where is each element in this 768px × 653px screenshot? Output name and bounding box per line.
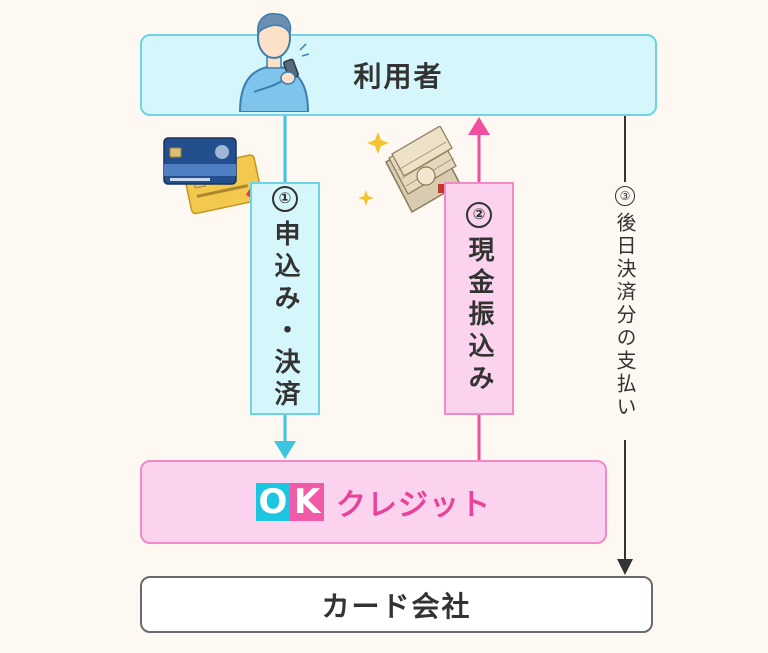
cash-bills-icon bbox=[358, 126, 461, 214]
ok-logo-k: K bbox=[290, 483, 324, 521]
user-node: 利用者 bbox=[140, 34, 657, 116]
arrow-transfer-head bbox=[468, 117, 490, 135]
flow-payment-number: ③ bbox=[615, 186, 635, 206]
user-label: 利用者 bbox=[353, 60, 444, 93]
flow-transfer-box: ② 現金振込み bbox=[444, 182, 514, 415]
ok-logo: O K bbox=[256, 483, 324, 521]
arrow-apply-head bbox=[274, 441, 296, 459]
credit-card-icon bbox=[163, 137, 263, 215]
flow-transfer-number: ② bbox=[466, 201, 492, 228]
arrow-payment-head bbox=[617, 559, 633, 575]
card-company-label: カード会社 bbox=[321, 589, 472, 623]
ok-logo-o: O bbox=[256, 483, 290, 521]
flow-apply-label: 申込み・決済 bbox=[270, 219, 300, 412]
card-company-node: カード会社 bbox=[140, 576, 653, 633]
flow-payment-label: 後日決済分の支払い bbox=[613, 212, 637, 419]
flow-apply-box: ① 申込み・決済 bbox=[250, 182, 320, 415]
flow-apply-number: ① bbox=[272, 185, 298, 212]
flow-transfer-label: 現金振込み bbox=[464, 235, 494, 396]
person-with-smartphone-icon bbox=[238, 12, 310, 112]
sparkle-icon bbox=[358, 132, 389, 206]
flow-payment-label-group: ③ 後日決済分の支払い bbox=[608, 182, 642, 440]
ok-credit-label: クレジット bbox=[336, 488, 491, 523]
ok-credit-node: O K クレジット bbox=[140, 460, 607, 544]
